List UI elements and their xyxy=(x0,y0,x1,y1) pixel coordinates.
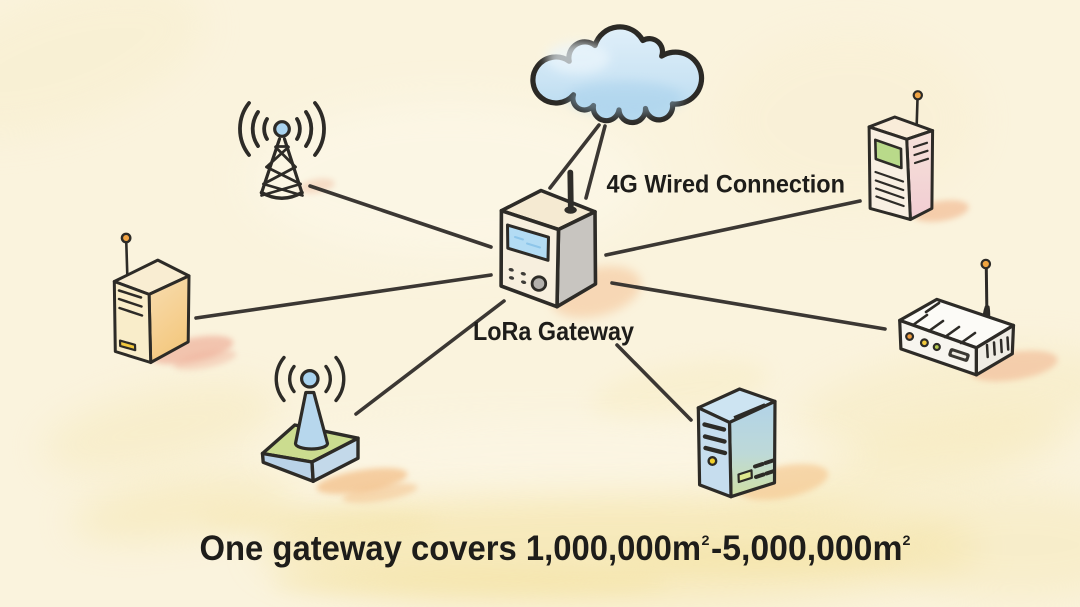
svg-text:-5,000,000m: -5,000,000m xyxy=(711,528,903,568)
svg-text:4G Wired Connection: 4G Wired Connection xyxy=(607,171,846,199)
svg-text:LoRa Gateway: LoRa Gateway xyxy=(473,316,634,346)
svg-text:2: 2 xyxy=(903,532,911,548)
svg-text:One gateway covers 1,000,000m: One gateway covers 1,000,000m xyxy=(200,528,702,568)
svg-text:2: 2 xyxy=(702,532,710,548)
